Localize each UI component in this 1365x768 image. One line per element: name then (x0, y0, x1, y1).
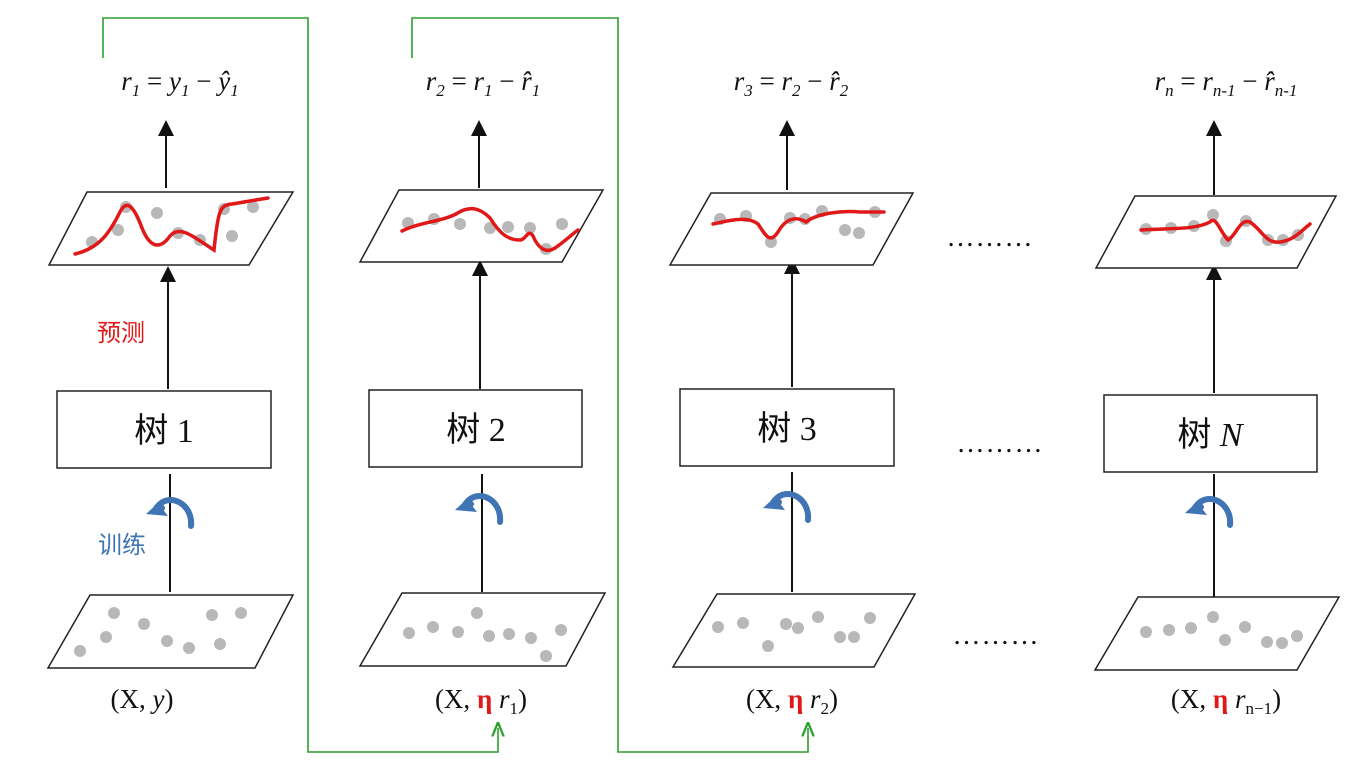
train-label: 训练 (98, 531, 146, 559)
stage-n: 树 N rn = rn-1 − r̂n-1 (X, η rn−1) (1093, 66, 1341, 718)
training-data-label: (X, η rn−1) (1171, 684, 1281, 718)
data-plane (358, 592, 607, 667)
stage-2: 树 2 r2 = r1 − r̂1 (X, η r1) (358, 66, 607, 718)
prediction-plane (47, 191, 295, 266)
tree-box (679, 388, 895, 467)
feedback-lines (102, 17, 808, 753)
data-plane (46, 594, 295, 669)
training-data-label: (X, η r1) (435, 684, 527, 718)
tree-label: 树 N (1177, 415, 1245, 455)
residual-formula: rn = rn-1 − r̂n-1 (1155, 66, 1298, 100)
data-points (403, 607, 567, 662)
ellipsis-prediction: ……… (947, 222, 1034, 253)
fit-curve (711, 209, 886, 240)
data-points (1140, 611, 1303, 649)
fit-curve (73, 196, 270, 256)
tree-box (368, 389, 583, 468)
tree-label: 树 3 (757, 409, 817, 449)
fit-curve (1139, 218, 1312, 244)
ellipsis-group: ……… ……… ……… (947, 222, 1044, 651)
fit-curve (400, 206, 580, 253)
prediction-plane (1094, 195, 1338, 269)
train-rotate-icon (455, 493, 504, 525)
data-points (74, 607, 247, 657)
residual-formula: r3 = r2 − r̂2 (734, 66, 849, 100)
train-rotate-icon (763, 491, 812, 523)
feedback-line-2-to-3 (411, 17, 808, 753)
stage-3: 树 3 r3 = r2 − r̂2 (X, η r2) (668, 66, 917, 718)
feedback-line-1-to-2 (102, 17, 498, 753)
prediction-plane (668, 192, 915, 266)
train-rotate-icon (1185, 496, 1234, 528)
train-rotate-icon (146, 497, 195, 529)
tree-label: 树 2 (446, 410, 506, 450)
residual-formula: r2 = r1 − r̂1 (426, 66, 541, 100)
ellipsis-data: ……… (953, 620, 1040, 651)
training-data-label: (X, y) (111, 684, 174, 714)
prediction-plane (358, 189, 605, 263)
training-data-label: (X, η r2) (746, 684, 838, 718)
data-plane (1093, 596, 1341, 671)
tree-label: 树 1 (134, 411, 194, 451)
ellipsis-tree: ……… (957, 428, 1044, 459)
tree-box (56, 390, 272, 469)
tree-box (1103, 394, 1318, 473)
data-points (712, 611, 876, 652)
residual-formula: r1 = y1 − ŷ1 (121, 66, 238, 100)
predict-label: 预测 (97, 319, 145, 347)
stage-1: 树 1 r1 = y1 − ŷ1 (X, y) 预测 训练 (46, 66, 295, 714)
